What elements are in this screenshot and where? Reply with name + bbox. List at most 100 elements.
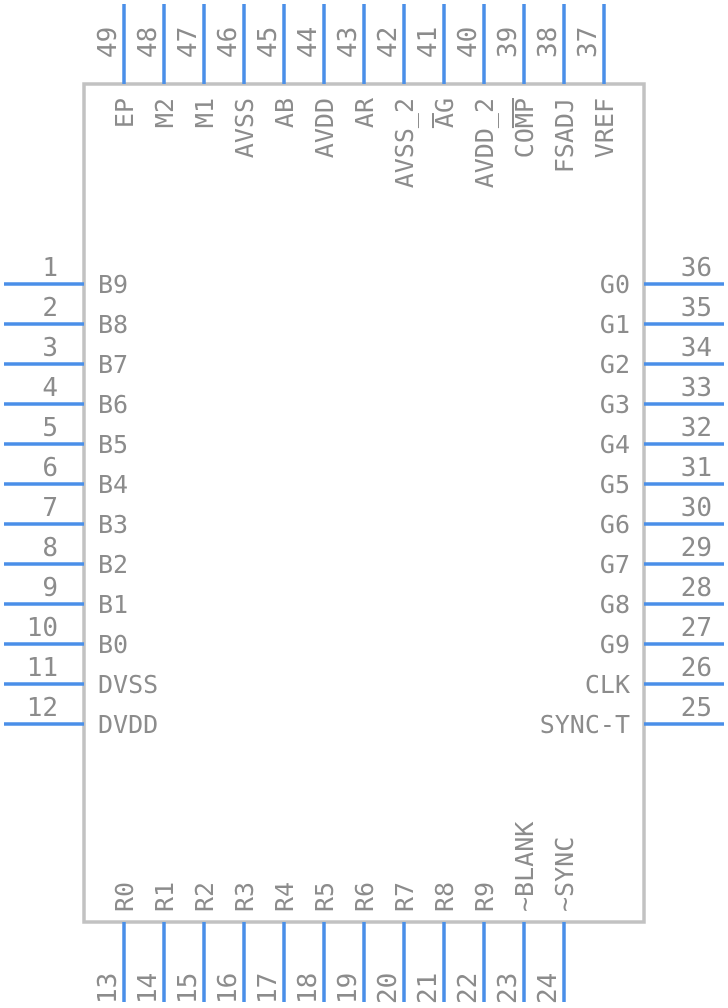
pin-11-number: 11 [27, 653, 58, 683]
pin-18-number: 18 [293, 973, 323, 1004]
pin-12-number: 12 [27, 693, 58, 723]
pin-39-number: 39 [493, 27, 523, 58]
pin-3-number: 3 [42, 333, 58, 363]
pin-9-number: 9 [42, 573, 58, 603]
pin-23-number: 23 [493, 973, 523, 1004]
pin-42-name: AVSS_2 [390, 98, 419, 188]
pin-43-name: AR [350, 97, 379, 128]
pin-2-name: B8 [98, 310, 128, 339]
pin-45-name: AB [270, 98, 299, 128]
pin-16-name: R3 [230, 882, 259, 912]
pin-12-name: DVDD [98, 710, 158, 739]
pin-46-number: 46 [213, 27, 243, 58]
pin-38-number: 38 [533, 27, 563, 58]
left-pin-group: 1B92B83B74B65B56B47B38B29B110B011DVSS12D… [4, 253, 158, 739]
pin-34-name: G2 [600, 350, 630, 379]
pin-3-name: B7 [98, 350, 128, 379]
pin-26-name: CLK [585, 670, 630, 699]
pin-20-name: R7 [390, 882, 419, 912]
pin-42-number: 42 [373, 27, 403, 58]
pin-8-number: 8 [42, 533, 58, 563]
pin-44-name: AVDD [310, 98, 339, 158]
pin-6-number: 6 [42, 453, 58, 483]
pin-35-number: 35 [681, 293, 712, 323]
pin-17-name: R4 [270, 882, 299, 912]
pin-13-number: 13 [93, 973, 123, 1004]
pin-31-name: G5 [600, 470, 630, 499]
pin-19-number: 19 [333, 973, 363, 1004]
pin-10-name: B0 [98, 630, 128, 659]
pin-23-name: ~BLANK [510, 822, 539, 912]
pin-19-name: R6 [350, 882, 379, 912]
pin-32-name: G4 [600, 430, 630, 459]
pin-33-name: G3 [600, 390, 630, 419]
pin-7-number: 7 [42, 493, 58, 523]
pin-22-name: R9 [470, 882, 499, 912]
pin-41-number: 41 [413, 27, 443, 58]
pin-15-number: 15 [173, 973, 203, 1004]
pin-26-number: 26 [681, 653, 712, 683]
pin-4-name: B6 [98, 390, 128, 419]
pin-22-number: 22 [453, 973, 483, 1004]
pin-25-name: SYNC-T [540, 710, 630, 739]
pin-7-name: B3 [98, 510, 128, 539]
pin-24-name: ~SYNC [550, 837, 579, 912]
pin-1-number: 1 [42, 253, 58, 283]
pin-29-number: 29 [681, 533, 712, 563]
pin-28-number: 28 [681, 573, 712, 603]
pin-4-number: 4 [42, 373, 58, 403]
pin-39-name: COMP [510, 98, 539, 158]
pin-29-name: G7 [600, 550, 630, 579]
pin-27-number: 27 [681, 613, 712, 643]
right-pin-group: 25SYNC-T26CLK27G928G829G730G631G532G433G… [540, 253, 724, 739]
pin-34-number: 34 [681, 333, 712, 363]
pin-45-number: 45 [253, 27, 283, 58]
pin-18-name: R5 [310, 882, 339, 912]
pin-14-number: 14 [133, 973, 163, 1004]
pin-33-number: 33 [681, 373, 712, 403]
pin-48-number: 48 [133, 27, 163, 58]
pin-48-name: M2 [150, 98, 179, 128]
pin-1-name: B9 [98, 270, 128, 299]
pin-2-number: 2 [42, 293, 58, 323]
pin-11-name: DVSS [98, 670, 158, 699]
pin-37-number: 37 [573, 27, 603, 58]
pin-49-name: EP [110, 98, 139, 128]
pin-5-name: B5 [98, 430, 128, 459]
pin-49-number: 49 [93, 27, 123, 58]
pin-27-name: G9 [600, 630, 630, 659]
pin-40-number: 40 [453, 27, 483, 58]
pin-14-name: R1 [150, 882, 179, 912]
pin-36-number: 36 [681, 253, 712, 283]
pin-37-name: VREF [590, 98, 619, 158]
pin-46-name: AVSS [230, 98, 259, 158]
pin-21-name: R8 [430, 882, 459, 912]
pin-40-name: AVDD_2 [470, 98, 499, 188]
pin-17-number: 17 [253, 973, 283, 1004]
pin-6-name: B4 [98, 470, 128, 499]
pin-25-number: 25 [681, 693, 712, 723]
component-body [82, 82, 646, 924]
pin-47-name: M1 [190, 98, 219, 128]
pin-47-number: 47 [173, 27, 203, 58]
pin-15-name: R2 [190, 882, 219, 912]
pin-44-number: 44 [293, 27, 323, 58]
pin-24-number: 24 [533, 973, 563, 1004]
pin-32-number: 32 [681, 413, 712, 443]
pin-20-number: 20 [373, 973, 403, 1004]
pin-21-number: 21 [413, 973, 443, 1004]
pin-9-name: B1 [98, 590, 128, 619]
pin-30-name: G6 [600, 510, 630, 539]
pin-8-name: B2 [98, 550, 128, 579]
pin-41-name: AG [430, 98, 459, 128]
pin-31-number: 31 [681, 453, 712, 483]
pin-16-number: 16 [213, 973, 243, 1004]
pin-30-number: 30 [681, 493, 712, 523]
pin-28-name: G8 [600, 590, 630, 619]
pin-35-name: G1 [600, 310, 630, 339]
pin-38-name: FSADJ [550, 98, 579, 173]
pin-13-name: R0 [110, 882, 139, 912]
bottom-pin-group: 13 R0 14 R1 15 R2 16 R3 17 R4 18 R5 19 R6 20 R7 21 R8 22 R9… [93, 822, 579, 1004]
